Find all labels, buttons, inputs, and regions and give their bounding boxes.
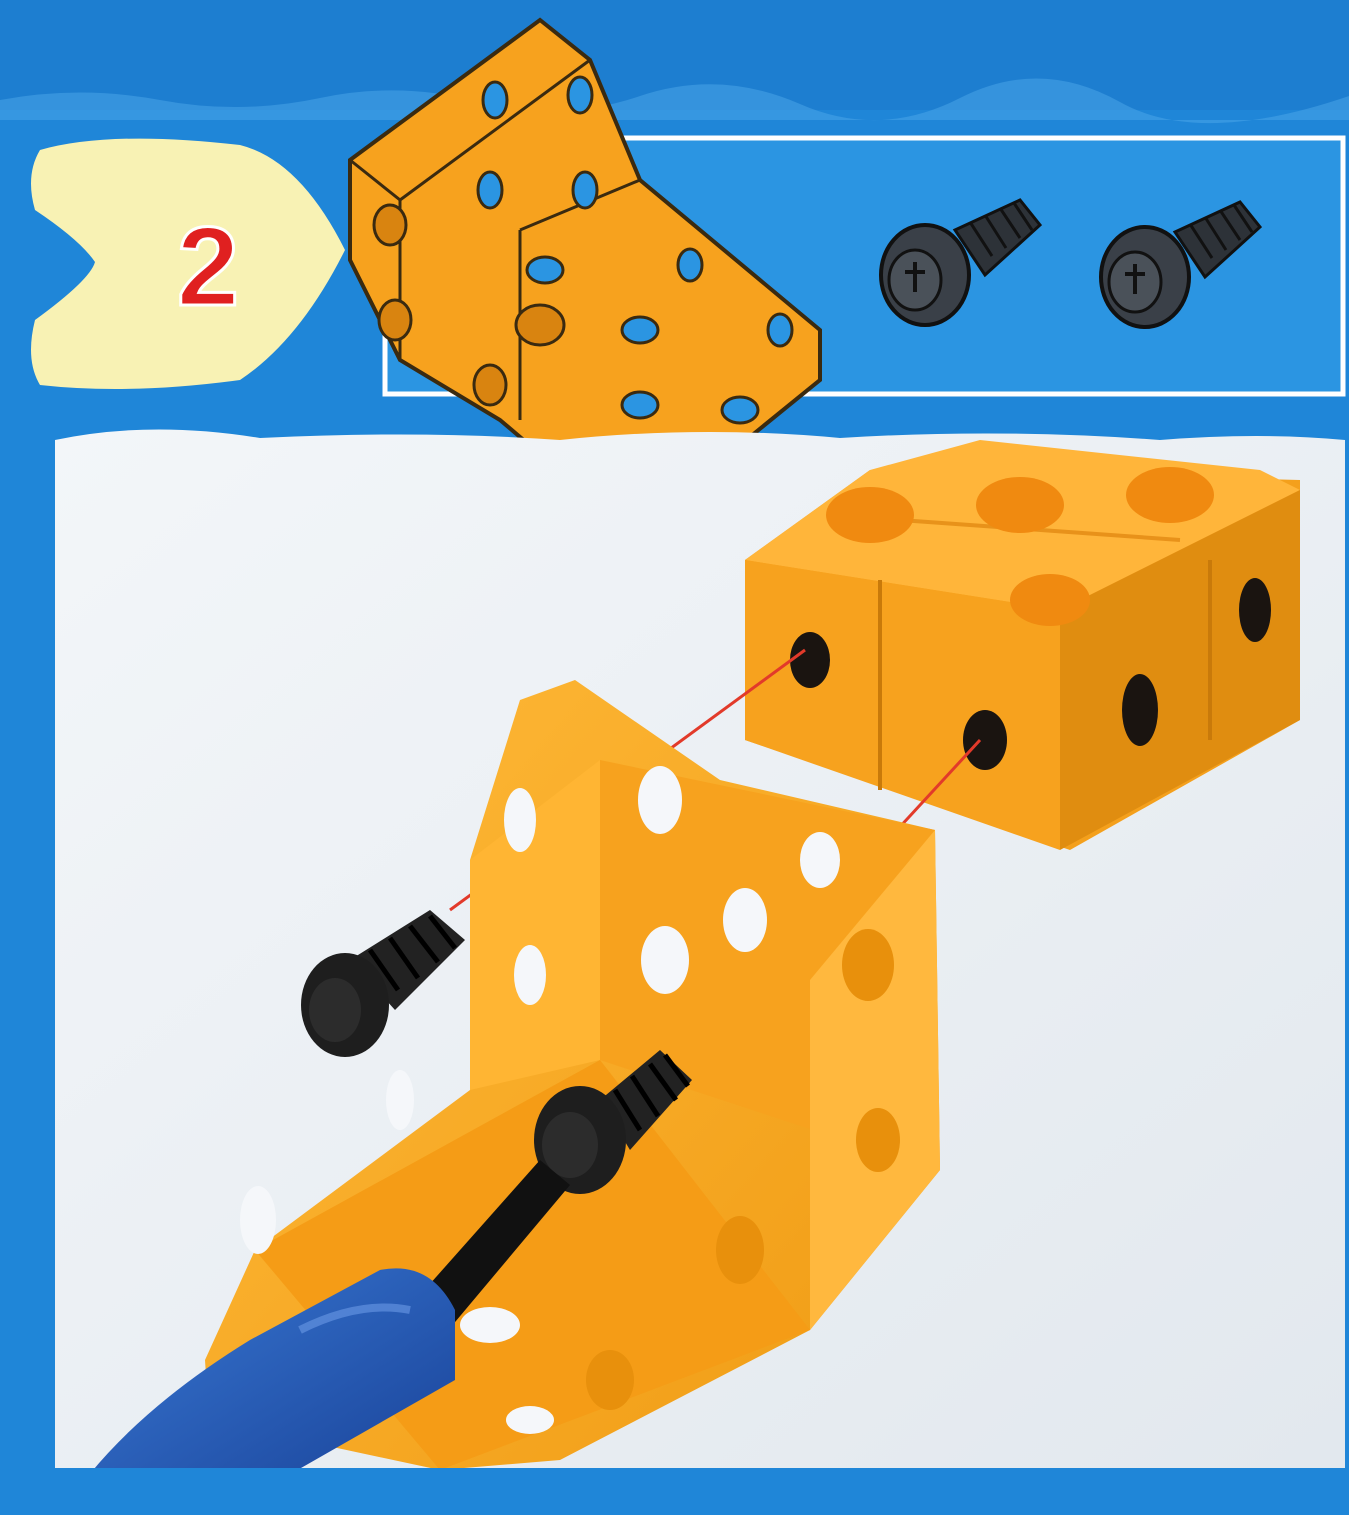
step-number: 2 — [177, 204, 239, 329]
bottom-frame — [0, 1468, 1349, 1515]
